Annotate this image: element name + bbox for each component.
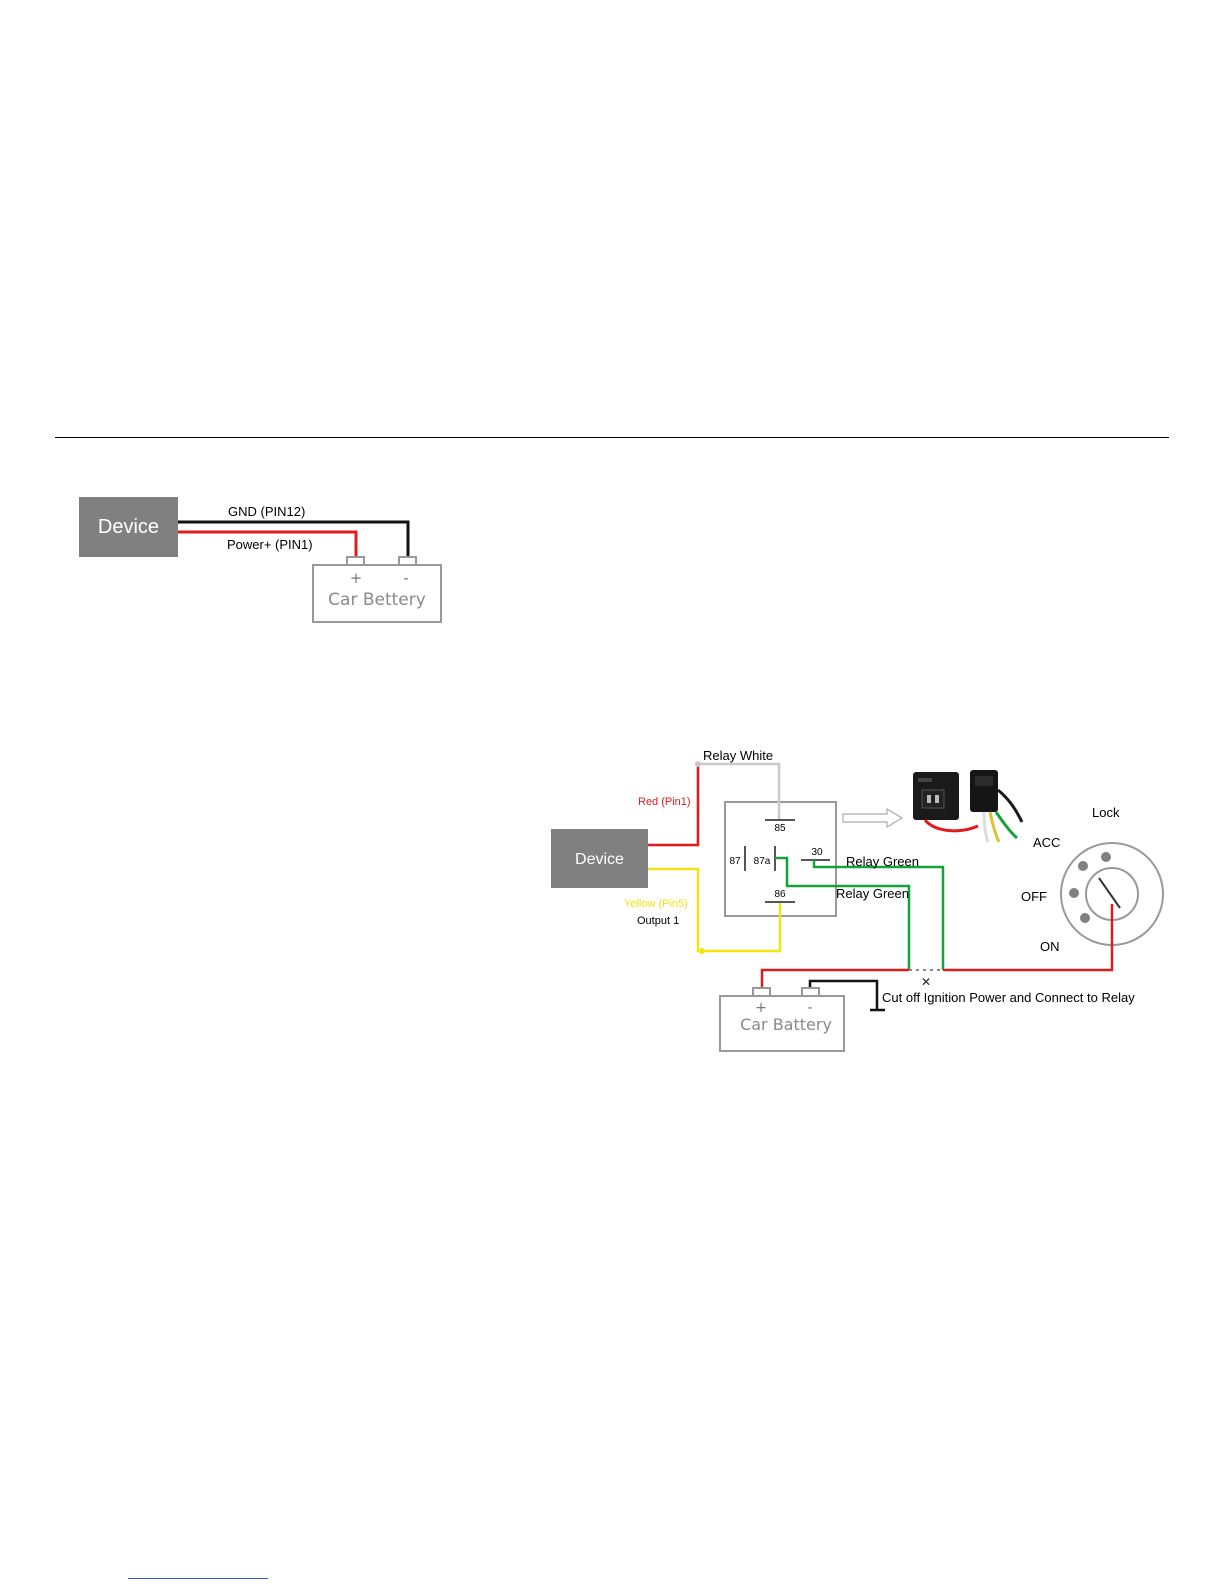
relay-pin-87a: 87a [754, 856, 771, 867]
ignition-acc-label: ACC [1033, 835, 1060, 850]
relay-green-label-2: Relay Green [836, 886, 909, 901]
relay-green-label-1: Relay Green [846, 854, 919, 869]
relay-battery-label: Car Battery [740, 1015, 832, 1034]
ignition-on-label: ON [1040, 939, 1060, 954]
relay-pin-86: 86 [774, 889, 786, 900]
footer-link-rule [128, 1578, 268, 1579]
relay-battery-minus-sign: - [807, 1000, 812, 1016]
ignition-off-dot [1069, 888, 1079, 898]
ignition-key-blade [1099, 878, 1120, 908]
relay-battery-plus-sign: + [755, 1000, 767, 1016]
relay-pin-85: 85 [774, 823, 786, 834]
relay-pin-87: 87 [729, 856, 741, 867]
relay-pin-30: 30 [811, 847, 823, 858]
ignition-lock-dot [1101, 852, 1111, 862]
relay-wiring-diagram: Device Relay White Red (Pin1) Yellow (Pi… [0, 0, 1225, 1100]
relay-battery-minus-terminal [802, 988, 819, 996]
ignition-power-wire-battery-side [762, 970, 909, 988]
relay-red-label: Red (Pin1) [638, 796, 691, 808]
relay-output-label: Output 1 [637, 915, 679, 927]
ignition-off-label: OFF [1021, 889, 1047, 904]
cut-mark: ✕ [921, 975, 931, 989]
relay-device-label: Device [575, 851, 624, 868]
cut-off-label: Cut off Ignition Power and Connect to Re… [882, 990, 1135, 1005]
ignition-on-dot [1080, 913, 1090, 923]
relay-green-wire-87a [775, 858, 909, 970]
relay-white-label: Relay White [703, 748, 773, 763]
relay-photo [913, 770, 1022, 842]
relay-white-junction [695, 761, 701, 767]
ignition-acc-dot [1078, 861, 1088, 871]
relay-yellow-junction [699, 948, 705, 954]
relay-arrow [843, 809, 902, 827]
relay-yellow-wire [648, 869, 780, 951]
relay-yellow-label: Yellow (Pin5) [624, 898, 688, 910]
relay-battery-plus-terminal [753, 988, 770, 996]
ignition-lock-label: Lock [1092, 805, 1120, 820]
